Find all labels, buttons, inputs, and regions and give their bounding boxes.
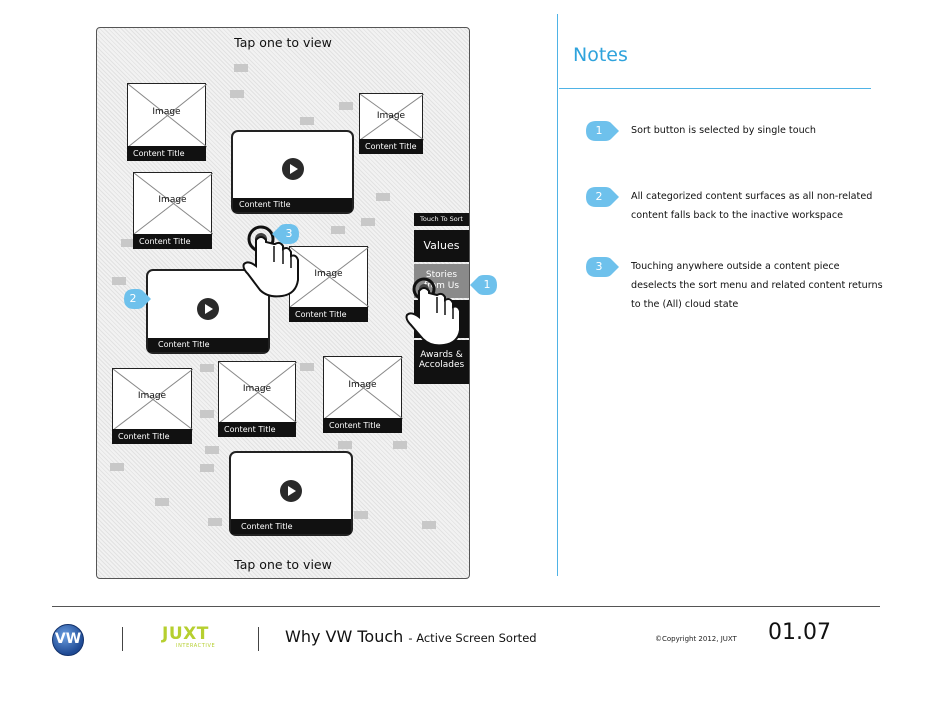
inactive-chip (422, 521, 436, 529)
footer-separator (258, 627, 259, 651)
inactive-chip (300, 117, 314, 125)
inactive-chip (200, 410, 214, 418)
image-label: Image (152, 106, 181, 117)
tap-to-view-bottom: Tap one to view (234, 557, 332, 572)
juxt-logo: JUXT (162, 624, 209, 644)
sort-awards-button[interactable]: Awards & Accolades (414, 340, 469, 384)
content-title: Content Title (359, 139, 423, 154)
content-title: Content Title (233, 198, 352, 212)
inactive-chip (208, 518, 222, 526)
notes-rule (559, 88, 871, 89)
content-title: Content Title (148, 338, 268, 352)
inactive-chip (331, 226, 345, 234)
image-label: Image (137, 391, 167, 402)
page-number: 01.07 (768, 620, 831, 645)
inactive-chip (361, 218, 375, 226)
image-label: Image (158, 195, 187, 206)
play-icon (282, 158, 304, 180)
play-icon (197, 298, 219, 320)
footer-separator (122, 627, 123, 651)
inactive-chip (121, 239, 135, 247)
image-label: Image (242, 384, 272, 395)
inactive-chip (393, 441, 407, 449)
hand-touch-icon (405, 277, 461, 347)
content-title: Content Title (127, 146, 206, 161)
image-label: Image (314, 268, 343, 279)
content-title: Content Title (289, 307, 368, 322)
notes-divider (557, 14, 558, 576)
footer-rule (52, 606, 880, 607)
sort-awards-label-line2: Accolades (418, 360, 465, 370)
sort-stories-label-line2: from Us (423, 281, 460, 291)
play-icon (280, 480, 302, 502)
juxt-logo-sub: INTERACTIVE (176, 643, 216, 649)
image-label: Image (348, 379, 377, 390)
note-text-3: Touching anywhere outside a content piec… (631, 261, 883, 310)
page-subtitle: - Active Screen Sorted (408, 631, 537, 645)
inactive-chip (200, 464, 214, 472)
copyright: ©Copyright 2012, JUXT (655, 635, 737, 643)
inactive-chip (339, 102, 353, 110)
inactive-chip (155, 498, 169, 506)
content-title: Content Title (133, 234, 212, 249)
callout-1: 1 (470, 274, 498, 296)
note-marker-3: 3 (585, 256, 619, 278)
inactive-chip (300, 363, 314, 371)
sort-awards-label-line1: Awards & (420, 350, 463, 360)
content-title: Content Title (112, 429, 192, 444)
inactive-chip (112, 277, 126, 285)
vw-logo: VW (52, 624, 84, 656)
inactive-chip (234, 64, 248, 72)
inactive-chip (205, 446, 219, 454)
page-title-main: Why VW Touch (285, 627, 404, 646)
callout-2: 2 (121, 288, 151, 310)
note-text-1: Sort button is selected by single touch (631, 125, 817, 136)
page-title: Why VW Touch - Active Screen Sorted (285, 627, 537, 646)
notes-title: Notes (573, 44, 628, 66)
image-label: Image (376, 111, 406, 122)
content-title: Content Title (323, 418, 402, 433)
hand-touch-icon (242, 225, 299, 298)
note-marker-1: 1 (585, 120, 619, 142)
sort-values-button[interactable]: Values (414, 230, 469, 262)
note-marker-2: 2 (585, 186, 619, 208)
callout-3: 3 (272, 223, 300, 245)
sort-stories-label-line1: Stories (425, 270, 458, 280)
inactive-chip (200, 364, 214, 372)
content-title: Content Title (218, 422, 296, 437)
note-text-2: All categorized content surfaces as all … (631, 191, 873, 221)
inactive-chip (230, 90, 244, 98)
inactive-chip (354, 511, 368, 519)
inactive-chip (338, 441, 352, 449)
sort-menu-header: Touch To Sort (414, 213, 469, 226)
inactive-chip (376, 193, 390, 201)
tap-to-view-top: Tap one to view (234, 35, 332, 50)
content-title: Content Title (231, 519, 351, 534)
inactive-chip (110, 463, 124, 471)
